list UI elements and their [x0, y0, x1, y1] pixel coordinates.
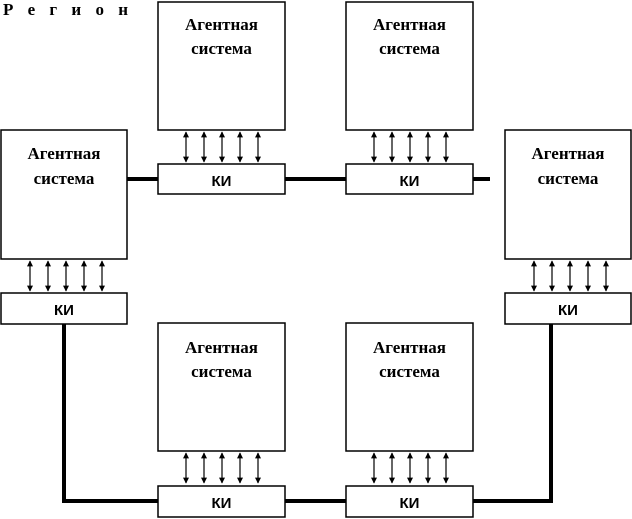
ki-label: КИ [558, 302, 578, 319]
agent-system-label-line2: система [34, 169, 95, 188]
link-left-bottom [62, 324, 158, 503]
ki-box [157, 163, 286, 195]
agent-system-label-line2: система [538, 169, 599, 188]
agent-system-bottom-right: Агентная система КИ [345, 322, 474, 518]
agent-system-box [345, 322, 474, 452]
communication-arrows [183, 131, 261, 163]
ki-label: КИ [54, 302, 74, 319]
agent-system-bottom-left: Агентная система КИ [157, 322, 286, 518]
agent-system-label-line2: система [191, 362, 252, 381]
agent-system-label-line1: Агентная [185, 338, 258, 357]
ki-box [504, 292, 632, 325]
agent-system-top-left: Агентная система КИ [157, 1, 286, 195]
ki-label: КИ [212, 173, 232, 190]
ki-box [345, 163, 474, 195]
communication-arrows [371, 131, 449, 163]
agent-system-box [157, 322, 286, 452]
region-title: Р е г и о н [3, 0, 133, 19]
communication-arrows [27, 260, 105, 292]
agent-system-label-line1: Агентная [532, 144, 605, 163]
agent-system-top-right: Агентная система КИ [345, 1, 474, 195]
agent-system-box [157, 1, 286, 131]
ki-box [0, 292, 128, 325]
agent-system-box [504, 129, 632, 260]
communication-arrows [183, 452, 261, 484]
ki-label: КИ [400, 173, 420, 190]
communication-arrows [371, 452, 449, 484]
agent-system-label-line2: система [191, 39, 252, 58]
agent-system-label-line1: Агентная [373, 338, 446, 357]
communication-arrows [531, 260, 609, 292]
ki-box [157, 485, 286, 518]
interconnect-lines [62, 177, 553, 503]
agent-system-label-line1: Агентная [373, 15, 446, 34]
agent-system-left: Агентная система КИ [0, 129, 128, 325]
link-right-bottom [473, 324, 553, 503]
agent-system-right: Агентная система КИ [504, 129, 632, 325]
agent-system-box [0, 129, 128, 260]
ki-label: КИ [212, 495, 232, 512]
ki-label: КИ [400, 495, 420, 512]
agent-system-label-line2: система [379, 39, 440, 58]
agent-system-box [345, 1, 474, 131]
ki-box [345, 485, 474, 518]
agent-system-label-line1: Агентная [28, 144, 101, 163]
agent-system-label-line2: система [379, 362, 440, 381]
agent-system-label-line1: Агентная [185, 15, 258, 34]
